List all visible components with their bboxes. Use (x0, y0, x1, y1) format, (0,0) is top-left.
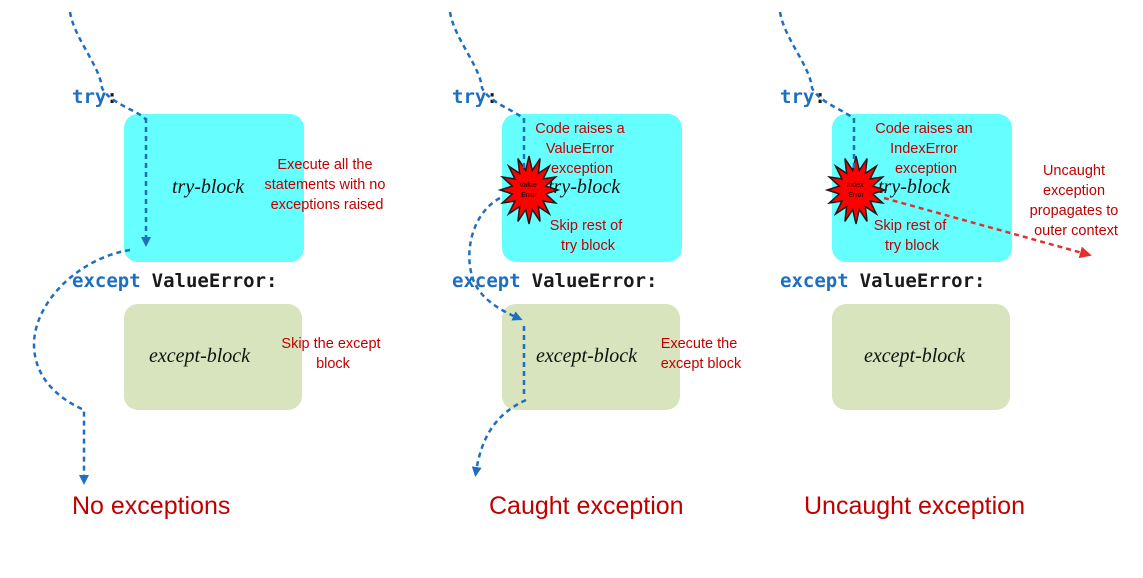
except-block-label: except-block (864, 345, 966, 367)
try-keyword: try: (72, 86, 118, 108)
except-block-label: except-block (149, 345, 251, 367)
try-block-label: try-block (548, 176, 621, 198)
panel-no-exceptions: try: try-block Execute all the statement… (32, 11, 390, 520)
burst-label: Value Error (519, 182, 538, 199)
skip-note: Skip rest of try block (550, 218, 627, 254)
try-note: Execute all the statements with no excep… (265, 157, 390, 213)
try-keyword: try: (452, 86, 498, 108)
except-block (832, 304, 1010, 410)
try-block (124, 114, 304, 262)
except-block (502, 304, 680, 410)
caption-uncaught-exception: Uncaught exception (804, 492, 1025, 520)
except-note: Execute the except block (661, 336, 742, 372)
except-block (124, 304, 302, 410)
try-block (832, 114, 1012, 262)
raise-note: Code raises an IndexError exception (875, 121, 977, 177)
value-error-burst-icon (497, 155, 561, 225)
panel-uncaught-exception: try: try-block Code raises an IndexError… (778, 11, 1123, 520)
burst-label: Index Error (846, 182, 865, 199)
flow-arrow-exit (471, 398, 527, 477)
flow-arrow-into-try (68, 11, 148, 121)
index-error-burst-icon (824, 155, 888, 225)
flow-arrow-into-try (778, 11, 856, 121)
try-keyword: try: (780, 86, 826, 108)
panel-caught-exception: try: try-block Code raises a ValueError … (448, 11, 742, 520)
uncaught-propagation-arrow (883, 196, 1092, 259)
outer-context-note: Uncaught exception propagates to outer c… (1030, 163, 1123, 239)
flow-arrow-into-try (448, 11, 526, 121)
except-note: Skip the except block (281, 336, 384, 372)
try-block-label: try-block (878, 176, 951, 198)
try-block (502, 114, 682, 262)
caption-caught-exception: Caught exception (489, 492, 684, 520)
except-block-label: except-block (536, 345, 638, 367)
raise-note: Code raises a ValueError exception (535, 121, 629, 177)
caption-no-exceptions: No exceptions (72, 492, 230, 520)
flow-arrow-bypass-except (32, 248, 131, 485)
try-block-label: try-block (172, 176, 245, 198)
skip-note: Skip rest of try block (874, 218, 951, 254)
